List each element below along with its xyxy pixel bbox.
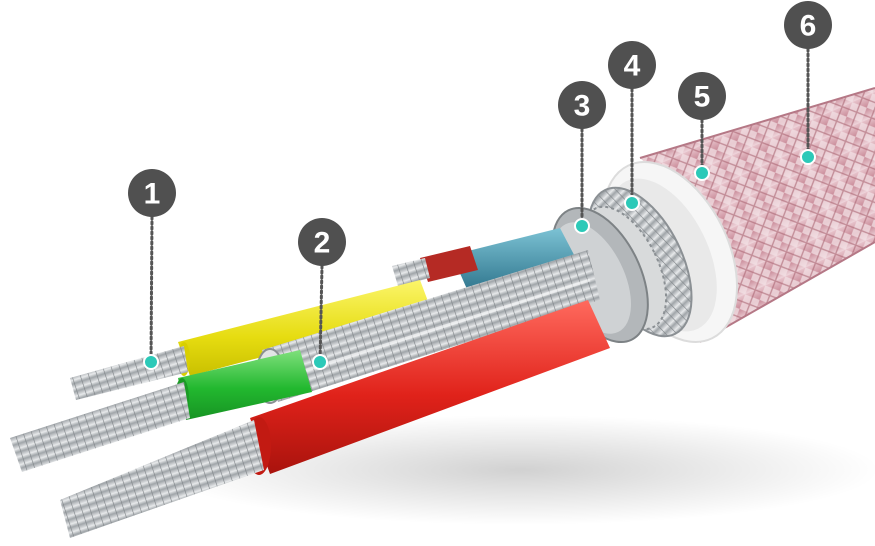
callout-3: 3 [558,81,606,234]
callout-number: 1 [144,178,161,211]
number-badge-icon [298,218,346,266]
number-badge-icon [784,1,832,49]
callout-6: 6 [784,1,832,165]
leader-line [318,264,324,364]
number-badge-icon [608,41,656,89]
conductor-strands-red [60,420,264,538]
callout-5: 5 [678,72,726,181]
callout-number: 2 [314,227,331,260]
leader-line [149,215,154,364]
number-badge-icon [128,169,176,217]
number-badge-icon [678,72,726,120]
marker-dot [624,195,640,211]
callout-layer: 1 2 34 5 6 [128,1,832,370]
red-thin-wire [392,246,478,286]
marker-dot [800,149,816,165]
marker-dot [694,165,710,181]
marker-dot [574,218,590,234]
callout-number: 6 [800,10,817,43]
callout-number: 5 [694,81,711,114]
conductor-strands-green [10,382,190,472]
callout-4: 4 [608,41,656,211]
callout-1: 1 [128,169,176,370]
number-badge-icon [558,81,606,129]
callout-number: 3 [574,90,591,123]
callout-2: 2 [298,218,346,370]
marker-dot [143,354,159,370]
callout-number: 4 [624,50,641,83]
marker-dot [312,354,328,370]
